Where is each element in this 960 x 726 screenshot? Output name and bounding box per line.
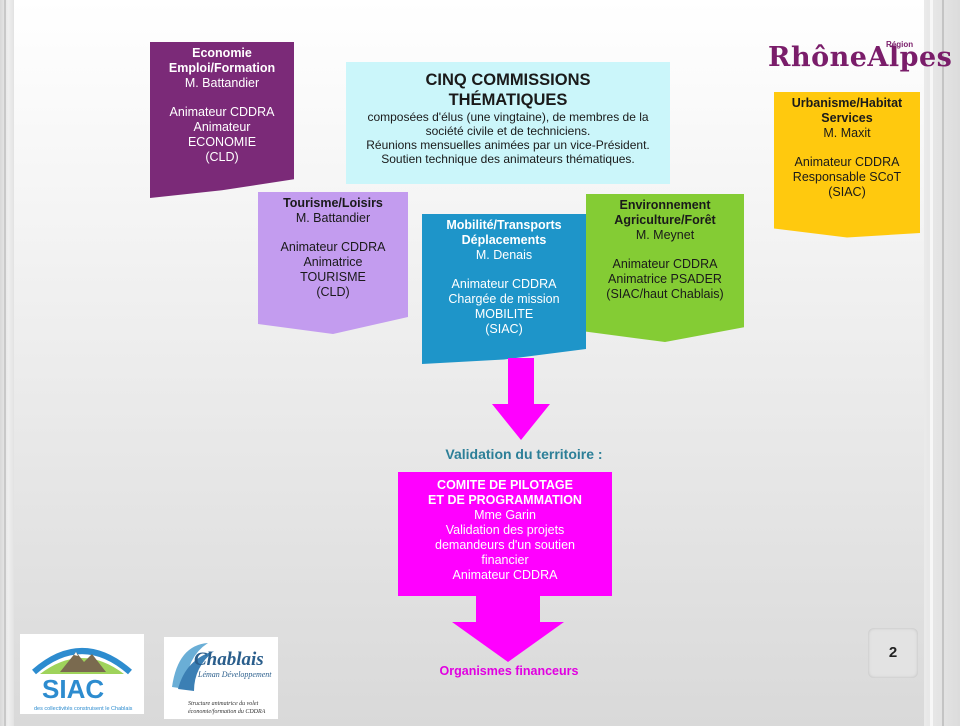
commission-staff: Animateur CDDRA [280,240,386,254]
header-subtitle: Soutien technique des animateurs thémati… [381,152,635,166]
comite-line: Animateur CDDRA [452,568,558,582]
commission-staff: Animateur CDDRA [451,277,557,291]
commission-lead: M. Meynet [635,228,695,242]
commission-tourisme: Tourisme/Loisirs M. Battandier Animateur… [258,192,408,334]
commission-lead: M. Battandier [295,211,371,225]
commission-environnement: Environnement Agriculture/Forêt M. Meyne… [586,194,744,342]
chablais-subtagline: Structure animatrice du volet [188,701,259,707]
rhone-alpes-logo: RhôneAlpes Région [768,40,952,80]
commission-staff: Animateur [193,120,251,134]
commission-lead: M. Battandier [184,76,260,90]
rhone-alpes-region: Région [886,40,914,49]
commission-title: Urbanisme/Habitat [791,96,903,110]
commission-staff: Animatrice PSADER [608,272,722,286]
commission-staff: MOBILITE [474,307,534,321]
header-title: CINQ COMMISSIONS [425,71,591,89]
siac-tagline: des collectivités construisent le Chabla… [34,706,133,712]
left-border [0,0,14,726]
comite-line: Validation des projets [445,523,565,537]
commission-staff: Animatrice [303,255,363,269]
commission-staff: Responsable SCoT [792,170,902,184]
commissions-header: CINQ COMMISSIONS THÉMATIQUES composées d… [346,62,670,184]
commission-staff: Animateur CDDRA [612,257,718,271]
commission-title: Déplacements [461,233,547,247]
arrow-down-icon [492,358,550,440]
rhone-alpes-wordmark: RhôneAlpes [768,42,953,73]
commission-staff: Chargée de mission [448,292,560,306]
commission-economie: Economie Emploi/Formation M. Battandier … [150,42,294,198]
arrow-financeurs-icon [452,596,564,662]
commission-title: Mobilité/Transports [446,218,562,232]
commission-lead: M. Denais [475,248,533,262]
comite-line: demandeurs d'un soutien [435,538,575,552]
chablais-name: Chablais [194,649,264,670]
right-border [924,0,960,726]
commission-urbanisme: Urbanisme/Habitat Services M. Maxit Anim… [774,92,920,238]
validation-label: Validation du territoire : [445,446,603,462]
chablais-swoosh-icon: Chablais Léman Développement Structure a… [172,643,272,715]
chablais-tagline: Léman Développement [197,670,272,679]
header-title: THÉMATIQUES [448,91,568,109]
header-subtitle: société civile et de techniciens. [425,124,591,138]
commission-staff: (SIAC/haut Chablais) [606,287,724,301]
commission-title: Emploi/Formation [168,61,276,75]
siac-name: SIAC [42,674,104,704]
commission-staff: (CLD) [205,150,239,164]
commission-title: Agriculture/Forêt [614,213,716,227]
commission-mobilite: Mobilité/Transports Déplacements M. Dena… [422,214,586,364]
commission-lead: M. Maxit [823,126,871,140]
commission-title: Economie [192,46,252,60]
commission-title: Tourisme/Loisirs [283,196,383,210]
comite-pilotage-box: COMITE DE PILOTAGE ET DE PROGRAMMATION M… [398,472,612,596]
comite-title: COMITE DE PILOTAGE [437,478,573,492]
siac-logo: SIAC des collectivités construisent le C… [20,634,144,714]
commission-staff: TOURISME [300,270,366,284]
commission-title: Services [821,111,873,125]
commission-staff: Animateur CDDRA [794,155,900,169]
comite-line: Mme Garin [474,508,536,522]
siac-mountain-icon: SIAC des collectivités construisent le C… [32,648,133,712]
commission-staff: ECONOMIE [187,135,257,149]
header-subtitle: composées d'élus (une vingtaine), de mem… [367,110,649,124]
commission-staff: (SIAC) [828,185,866,199]
commission-staff: (CLD) [316,285,350,299]
comite-line: financier [481,553,529,567]
chablais-subtagline: économie/formation du CDDRA [188,708,266,715]
organismes-financeurs-label: Organismes financeurs [439,664,579,678]
chablais-logo: Chablais Léman Développement Structure a… [164,637,278,719]
page-number: 2 [868,628,918,678]
commission-title: Environnement [619,198,711,212]
commission-staff: (SIAC) [485,322,523,336]
comite-title: ET DE PROGRAMMATION [428,493,582,507]
commission-staff: Animateur CDDRA [169,105,275,119]
header-subtitle: Réunions mensuelles animées par un vice-… [366,138,650,152]
